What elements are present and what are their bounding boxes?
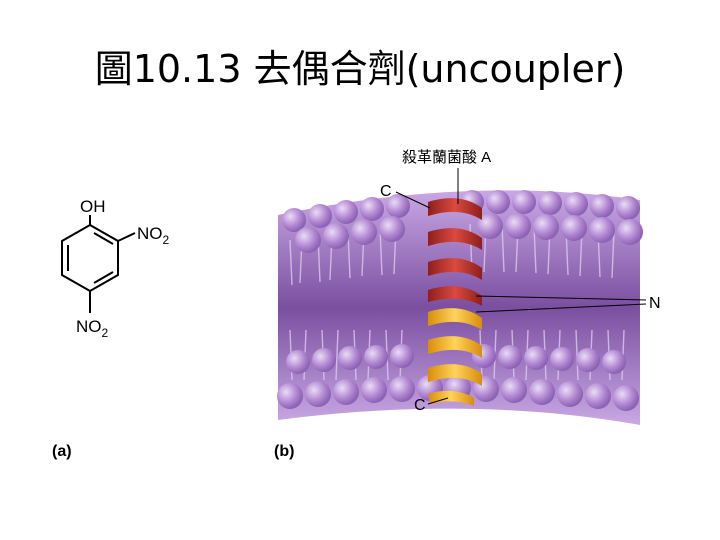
n-leader-1 (475, 295, 647, 301)
no2-bottom-label: NO2 (76, 317, 109, 340)
panel-a-label: (a) (52, 443, 72, 460)
n-leader-2 (475, 303, 647, 313)
gramicidin-helix-lower (428, 308, 482, 406)
page-title: 圖10.13 去偶合劑(uncoupler) (94, 47, 626, 91)
panel-b-label: (b) (274, 443, 295, 460)
membrane-illustration: 殺革蘭菌酸 A C N C (277, 149, 661, 425)
lipid-heads-bottom (277, 344, 639, 411)
oh-label: OH (80, 197, 106, 216)
c-top-label: C (380, 183, 392, 200)
c-bottom-leader (427, 397, 449, 405)
c-top-leader (395, 191, 431, 209)
gramicidin-label: 殺革蘭菌酸 A (402, 149, 491, 166)
dinitrophenol-structure: OH NO2 NO2 (61, 197, 170, 340)
n-label: N (649, 295, 661, 312)
no2-top-label: NO2 (137, 224, 170, 247)
gramicidin-helix-upper (428, 198, 482, 306)
c-bottom-label: C (414, 397, 426, 414)
